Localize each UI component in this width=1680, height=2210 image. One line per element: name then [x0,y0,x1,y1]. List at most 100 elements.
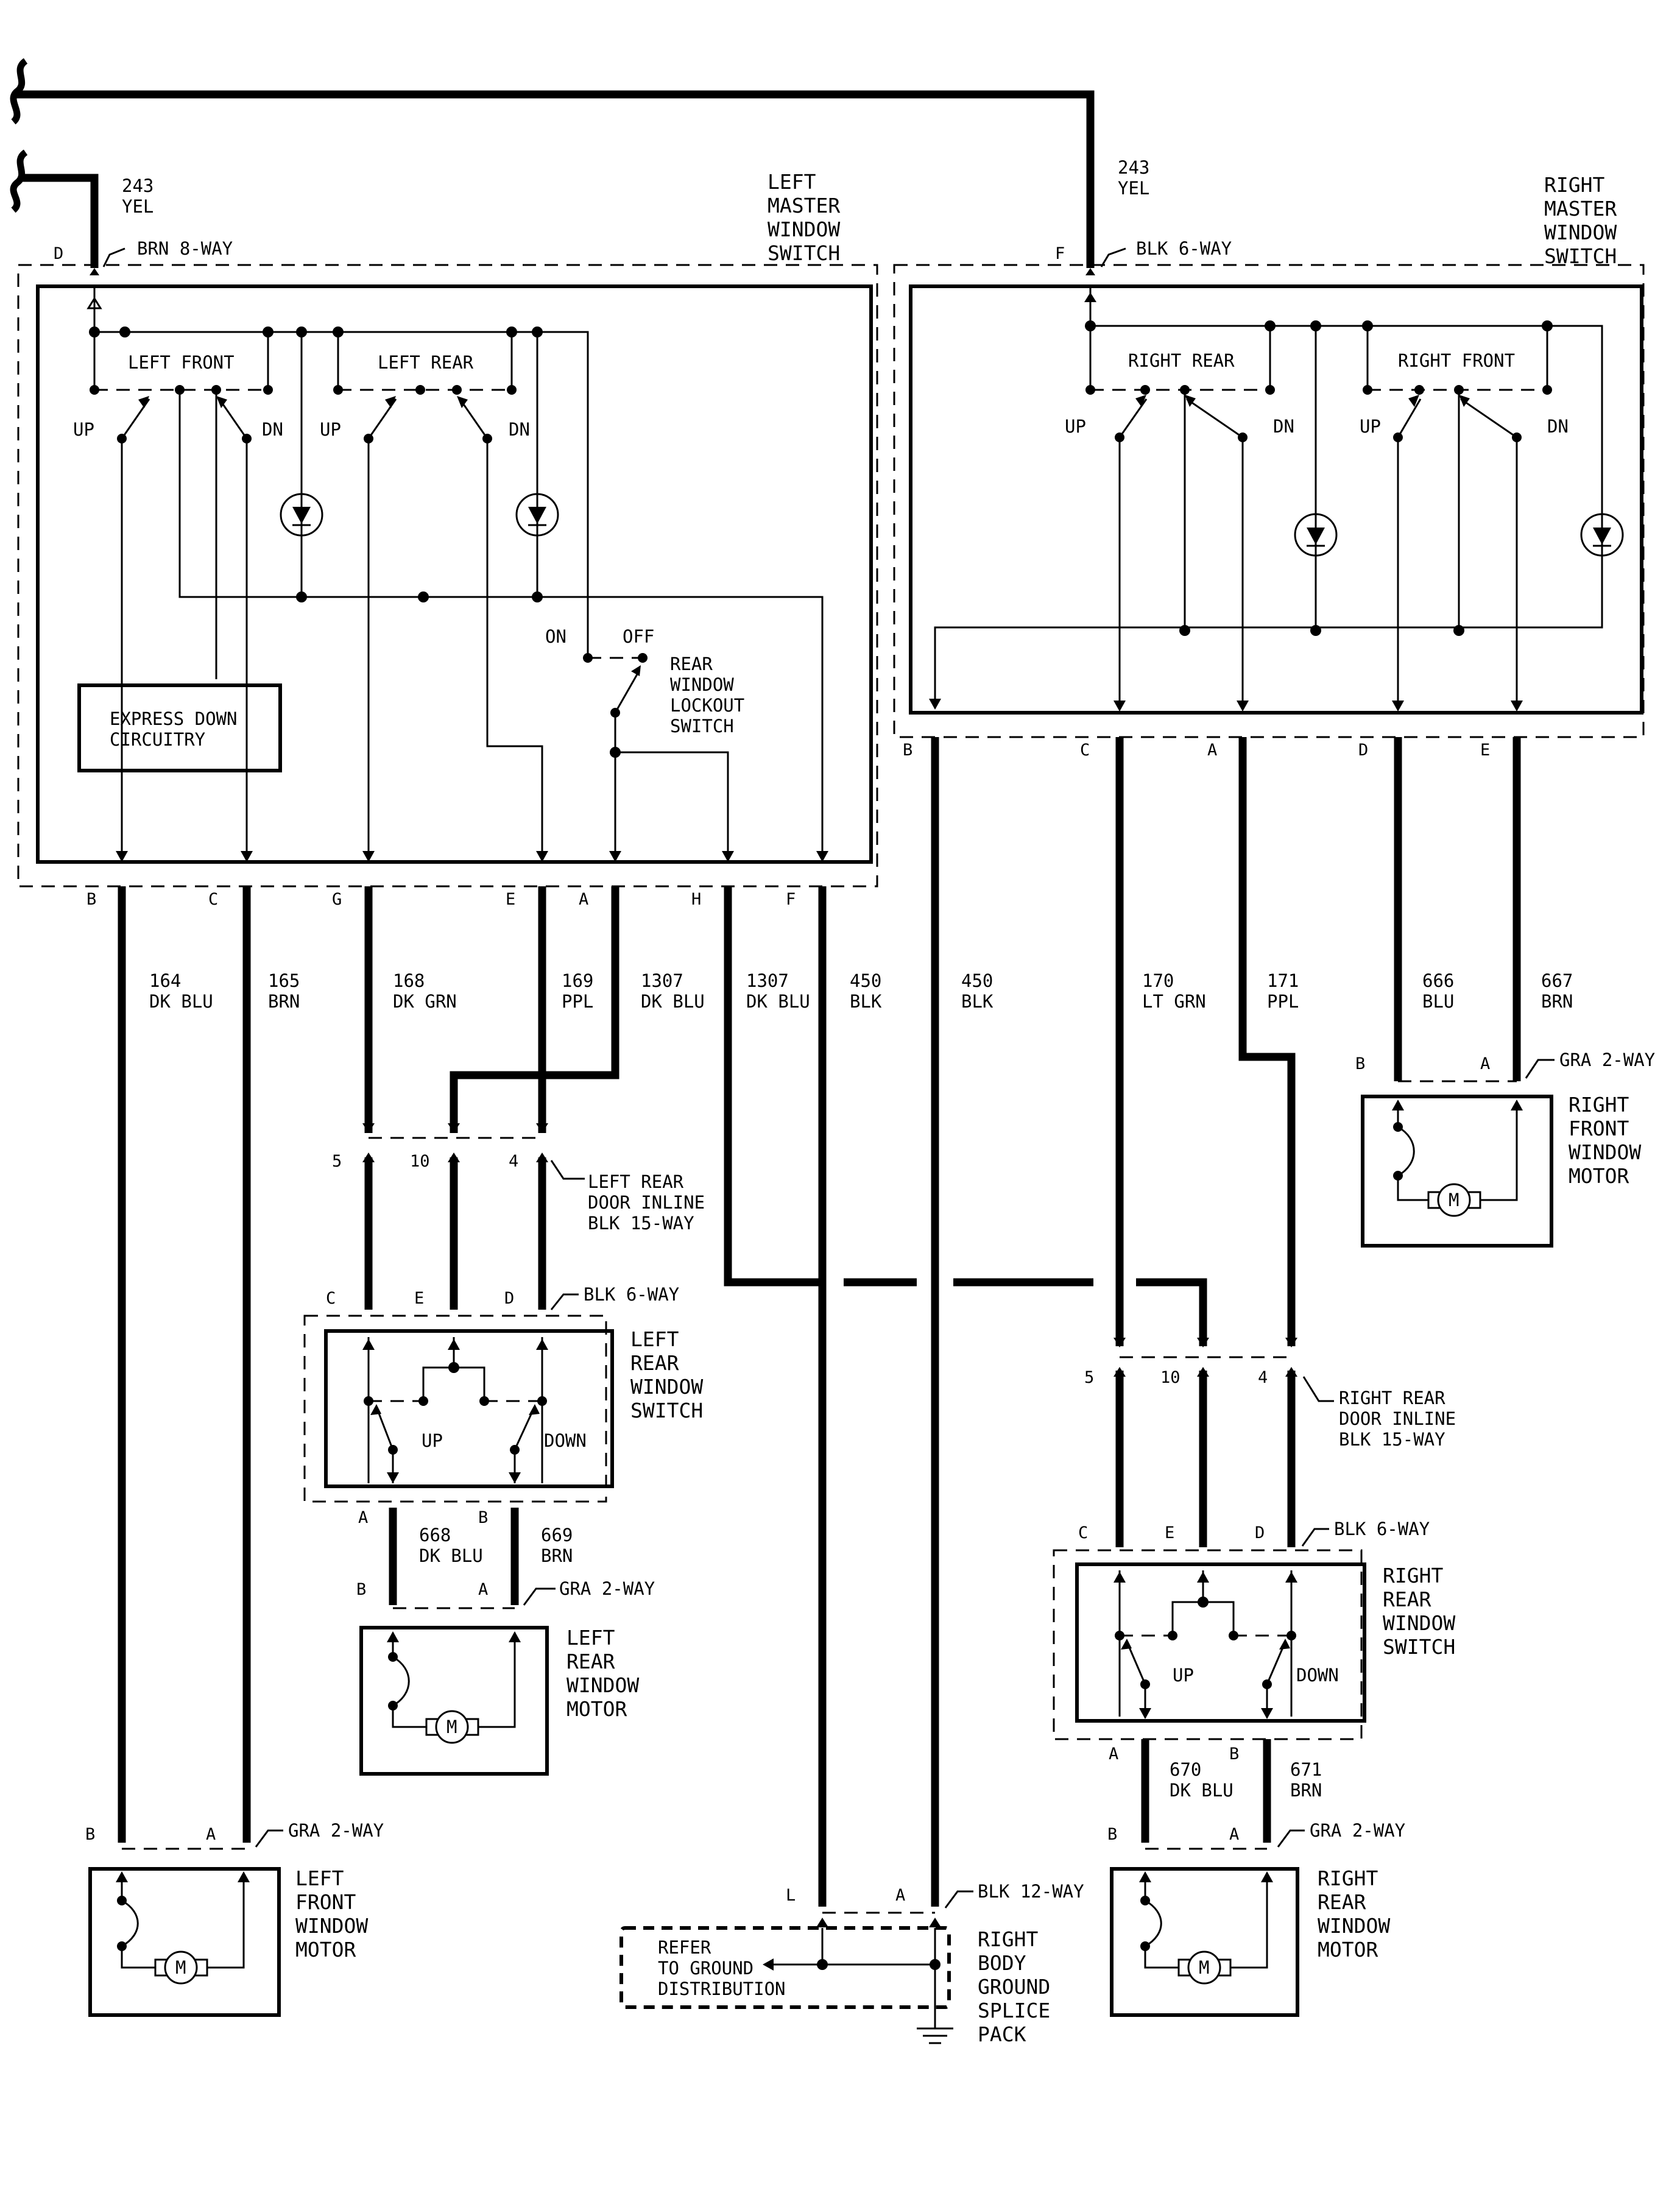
pin-D: D [54,244,63,263]
connector-blk-6way-lrs: BLK 6-WAY [584,1284,679,1305]
pin-A-lfm: A [206,1825,216,1844]
pin-E-lrs: E [414,1289,424,1308]
label-off: OFF [623,626,654,647]
label-up-rrs: UP [1173,1665,1194,1686]
label-on: ON [545,626,566,647]
pin-5-lr: 5 [332,1152,342,1171]
connector-brn-8way: BRN 8-WAY [137,238,233,259]
pin-4-rr: 4 [1258,1368,1268,1387]
connector-gra-2way-rrm: GRA 2-WAY [1310,1820,1405,1841]
pin-G: G [332,890,342,909]
pin-A: A [579,890,588,909]
label-dn-rf: DN [1547,416,1569,437]
pin-D-rm: D [1358,741,1368,760]
pin-E-rm: E [1480,741,1490,760]
label-left-front: LEFT FRONT [128,352,235,373]
pin-B-lrs: B [478,1508,488,1527]
label-left-rear: LEFT REAR [378,352,474,373]
label-down-lrs: DOWN [544,1430,587,1451]
left-master-pins: B C G E A H F [86,890,796,909]
pin-B-lrm: B [356,1580,366,1599]
pin-H: H [691,890,701,909]
motor-symbol-lr: M [446,1717,457,1737]
label-up-lrs: UP [422,1430,443,1451]
pin-A-rrm: A [1229,1825,1239,1844]
pin-B-lfm: B [85,1825,95,1844]
label-up-lr: UP [320,419,341,440]
pin-D-lrs: D [504,1289,514,1308]
pin-A-lrs: A [358,1508,368,1527]
motor-symbol-rf: M [1449,1190,1459,1210]
connector-blk-6way-rrs: BLK 6-WAY [1334,1519,1430,1539]
pin-C: C [208,890,218,909]
circuit-wires [118,737,1521,1907]
connector-gra-2way-rfm: GRA 2-WAY [1559,1050,1655,1070]
pin-10-rr: 10 [1160,1368,1181,1387]
pin-B: B [86,890,96,909]
label-right-front: RIGHT FRONT [1398,350,1515,371]
pin-B-rrm: B [1107,1825,1117,1844]
label-down-rrs: DOWN [1296,1665,1339,1686]
pin-D-rrs: D [1255,1523,1265,1542]
pin-A-rfm: A [1480,1054,1490,1073]
pin-B-rfm: B [1355,1054,1365,1073]
pin-E-rrs: E [1165,1523,1174,1542]
pin-F-right: F [1055,244,1065,263]
pin-A-rrs: A [1109,1745,1118,1763]
pin-C-rrs: C [1078,1523,1088,1542]
connector-blk-6way-rm: BLK 6-WAY [1136,238,1232,259]
label-dn-lf: DN [262,419,283,440]
pin-A-rm: A [1207,741,1217,760]
pin-A-gnd: A [895,1886,905,1905]
motor-symbol-rr: M [1199,1957,1209,1978]
pin-C-rm: C [1080,741,1090,760]
pin-B-rrs: B [1229,1745,1239,1763]
label-up-rr: UP [1065,416,1086,437]
pin-4-lr: 4 [509,1152,518,1171]
label-up-lf: UP [73,419,94,440]
connector-blk-12way: BLK 12-WAY [978,1881,1084,1902]
label-right-rear: RIGHT REAR [1128,350,1235,371]
pin-C-lrs: C [326,1289,336,1308]
connector-gra-2way-lrm: GRA 2-WAY [559,1578,655,1599]
label-dn-rr: DN [1273,416,1294,437]
pin-L-gnd: L [786,1886,796,1905]
pin-F: F [786,890,796,909]
